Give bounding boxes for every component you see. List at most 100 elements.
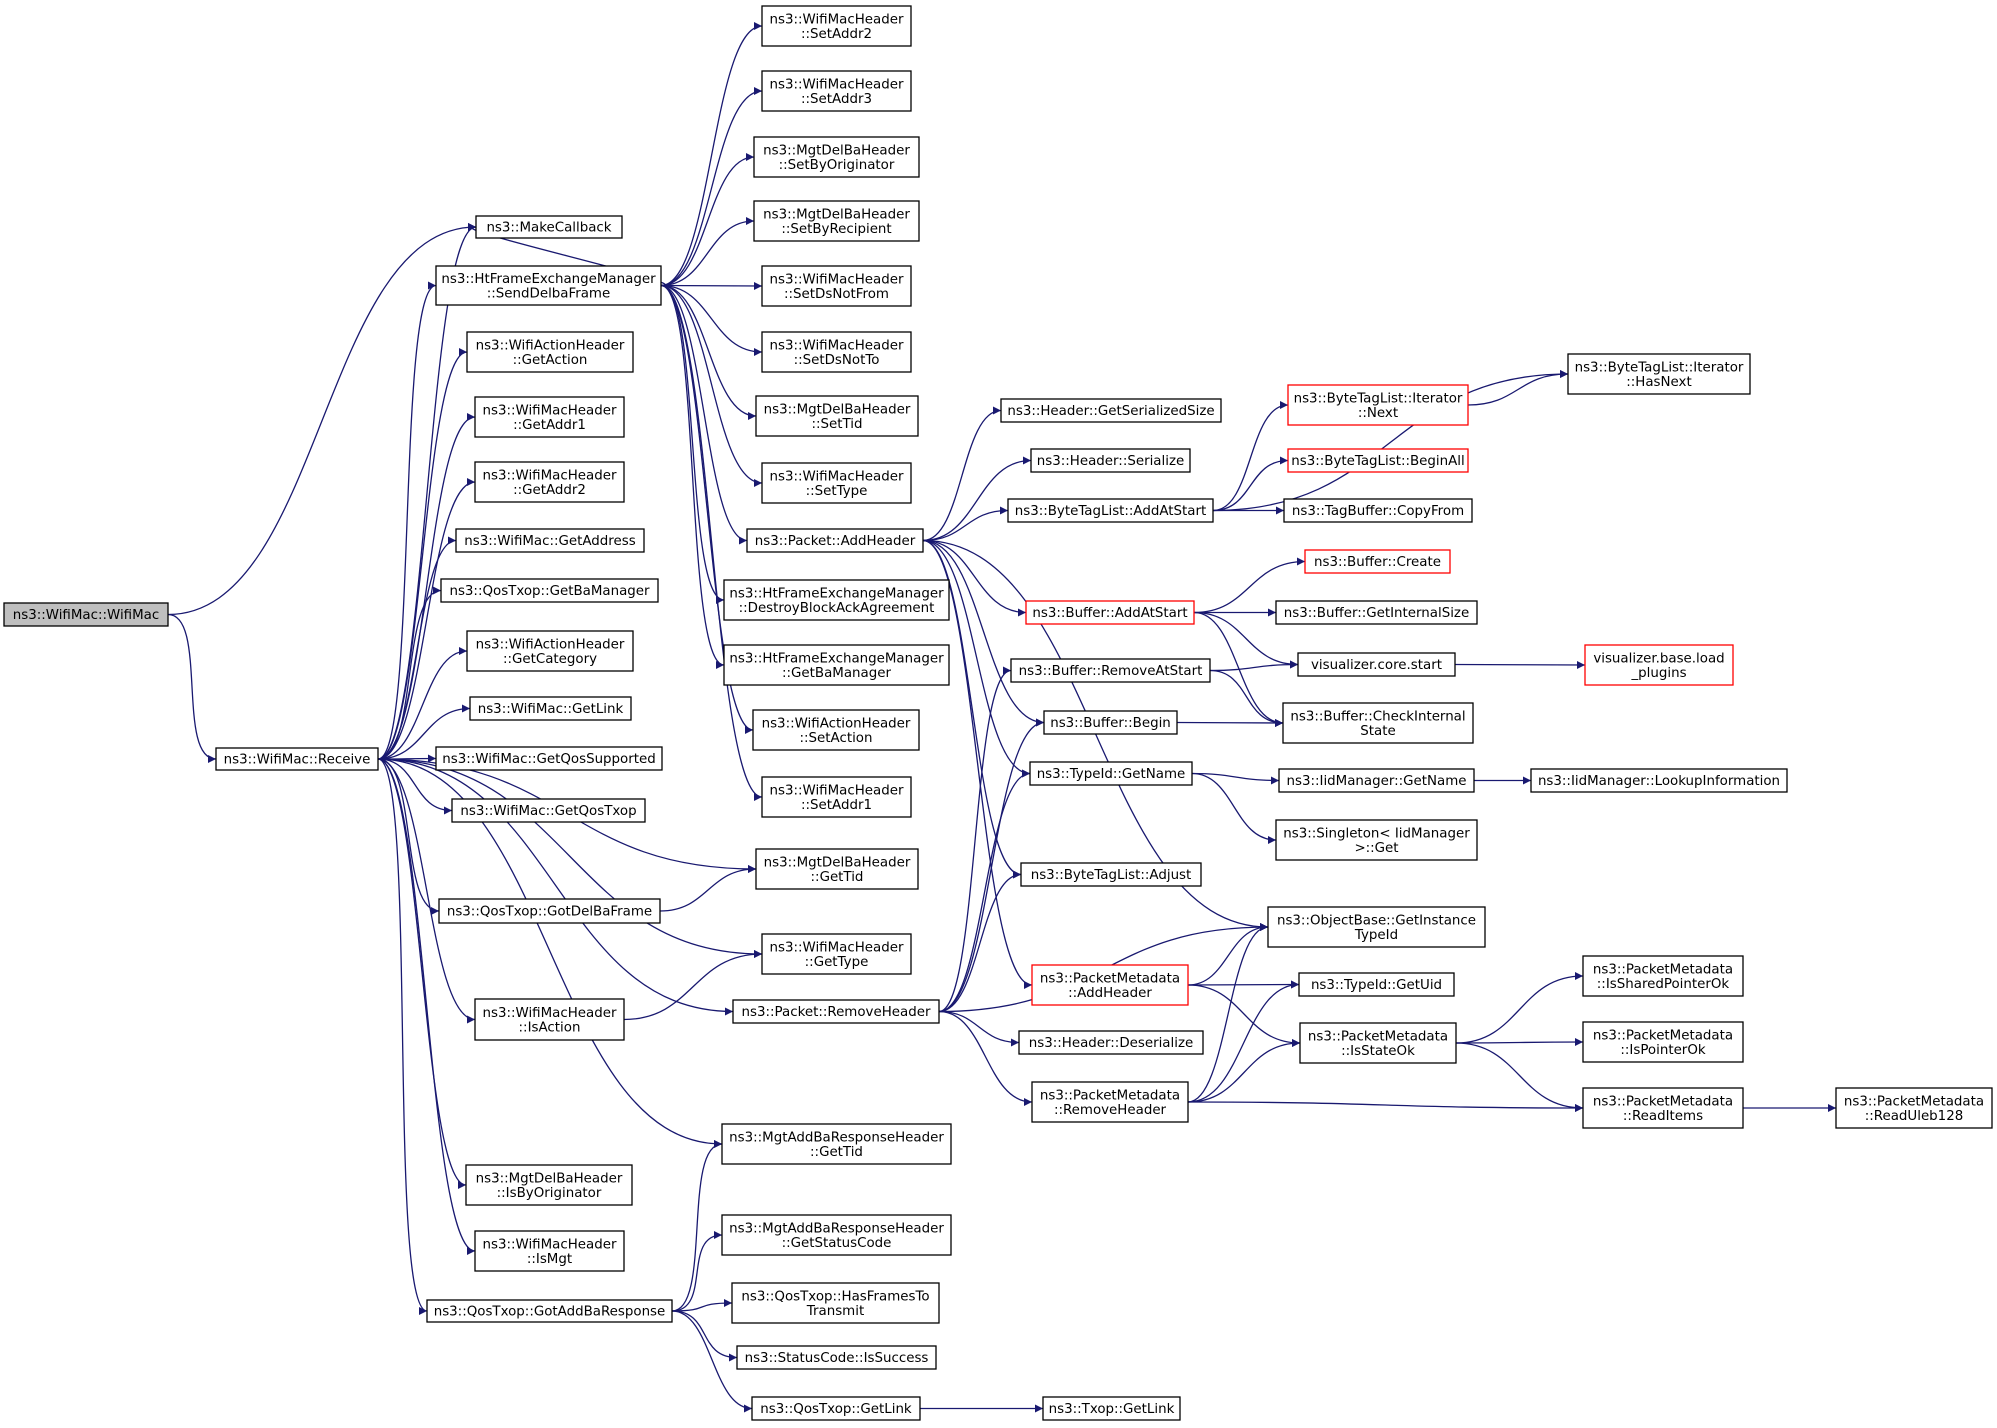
node-label: ns3::Packet::AddHeader	[755, 534, 916, 549]
node-settype[interactable]: ns3::WifiMacHeader::SetType	[761, 462, 912, 504]
edge-isstateok-to-ispointerok	[1455, 1038, 1584, 1047]
edge-receive-to-removeheader	[377, 758, 734, 1016]
node-getuid[interactable]: ns3::TypeId::GetUid	[1298, 972, 1455, 997]
node-box	[1030, 448, 1191, 473]
node-ispointerok[interactable]: ns3::PacketMetadata::IsPointerOk	[1582, 1021, 1744, 1063]
node-gotdelba[interactable]: ns3::QosTxop::GotDelBaFrame	[438, 898, 661, 924]
node-box	[215, 747, 379, 771]
node-label: ::IsStateOk	[1341, 1044, 1415, 1059]
node-removeatstart[interactable]: ns3::Buffer::RemoveAtStart	[1010, 658, 1211, 683]
node-getbamanager_h[interactable]: ns3::HtFrameExchangeManager::GetBaManage…	[723, 644, 950, 686]
node-getserializedsize[interactable]: ns3::Header::GetSerializedSize	[1000, 398, 1222, 423]
node-copyfrom[interactable]: ns3::TagBuffer::CopyFrom	[1283, 498, 1473, 523]
node-getlink_w[interactable]: ns3::WifiMac::GetLink	[469, 696, 632, 721]
node-setaction[interactable]: ns3::WifiActionHeader::SetAction	[752, 709, 920, 751]
node-gotaddba[interactable]: ns3::QosTxop::GotAddBaResponse	[426, 1299, 673, 1323]
node-label: ns3::Header::Serialize	[1037, 454, 1184, 469]
node-iid_getname[interactable]: ns3::IidManager::GetName	[1278, 768, 1475, 793]
node-setdsnotfrom[interactable]: ns3::WifiMacHeader::SetDsNotFrom	[761, 265, 912, 307]
node-getqostxop[interactable]: ns3::WifiMac::GetQosTxop	[451, 798, 646, 823]
node-serialize[interactable]: ns3::Header::Serialize	[1030, 448, 1191, 473]
node-pm_removeheader[interactable]: ns3::PacketMetadata::RemoveHeader	[1031, 1081, 1189, 1123]
node-label: >::Get	[1354, 841, 1398, 856]
node-addheader[interactable]: ns3::Packet::AddHeader	[746, 528, 924, 553]
node-box	[721, 1123, 952, 1165]
node-getaction[interactable]: ns3::WifiActionHeader::GetAction	[466, 331, 634, 373]
node-label: ns3::Txop::GetLink	[1049, 1402, 1175, 1417]
node-gettid_addba[interactable]: ns3::MgtAddBaResponseHeader::GetTid	[721, 1123, 952, 1165]
node-box	[753, 200, 920, 242]
node-label: ns3::Buffer::RemoveAtStart	[1019, 664, 1203, 679]
node-makecallback[interactable]: ns3::MakeCallback	[475, 215, 623, 239]
node-wifimac[interactable]: ns3::WifiMac::WifiMac	[3, 602, 169, 627]
node-box	[1043, 710, 1178, 735]
node-buf_addatstart[interactable]: ns3::Buffer::AddAtStart	[1025, 600, 1195, 625]
node-senddelba[interactable]: ns3::HtFrameExchangeManager::SendDelbaFr…	[435, 265, 662, 306]
node-typeid_getname[interactable]: ns3::TypeId::GetName	[1029, 761, 1193, 786]
node-label: ::SetAddr3	[801, 92, 872, 107]
node-addatstart_btl[interactable]: ns3::ByteTagList::AddAtStart	[1007, 498, 1214, 523]
node-singleton_get[interactable]: ns3::Singleton< IidManager >::Get	[1275, 819, 1478, 861]
node-isstateok[interactable]: ns3::PacketMetadata::IsStateOk	[1299, 1022, 1457, 1064]
node-label: ::IsPointerOk	[1620, 1043, 1705, 1058]
node-getinternalsize[interactable]: ns3::Buffer::GetInternalSize	[1275, 600, 1478, 625]
node-deserialize[interactable]: ns3::Header::Deserialize	[1018, 1030, 1204, 1055]
node-getaddr1[interactable]: ns3::WifiMacHeader::GetAddr1	[474, 396, 625, 438]
node-removeheader[interactable]: ns3::Packet::RemoveHeader	[732, 999, 940, 1024]
node-pm_addheader[interactable]: ns3::PacketMetadata::AddHeader	[1031, 964, 1189, 1006]
node-getbamanager_q[interactable]: ns3::QosTxop::GetBaManager	[440, 578, 659, 603]
node-setbyrecipient[interactable]: ns3::MgtDelBaHeader::SetByRecipient	[753, 200, 920, 242]
node-isaction[interactable]: ns3::WifiMacHeader::IsAction	[474, 998, 625, 1041]
edge-gotaddba-to-issuccess	[671, 1310, 738, 1362]
edge-gotdelba-to-gettid_delba	[659, 865, 757, 912]
edge-isstateok-to-readitems	[1455, 1042, 1584, 1112]
node-getaddr2[interactable]: ns3::WifiMacHeader::GetAddr2	[474, 461, 625, 503]
edge-pm_addheader-to-getuid	[1187, 980, 1300, 989]
node-label: ns3::HtFrameExchangeManager	[441, 272, 656, 287]
node-gettype[interactable]: ns3::WifiMacHeader::GetType	[761, 933, 912, 975]
node-label: ns3::IidManager::LookupInformation	[1538, 774, 1780, 789]
node-vis_start[interactable]: visualizer.core.start	[1297, 652, 1456, 677]
node-readitems[interactable]: ns3::PacketMetadata::ReadItems	[1582, 1087, 1744, 1129]
node-issuccess[interactable]: ns3::StatusCode::IsSuccess	[736, 1345, 937, 1370]
node-setaddr2[interactable]: ns3::WifiMacHeader::SetAddr2	[761, 5, 912, 47]
node-label: ns3::PacketMetadata	[1308, 1029, 1448, 1044]
node-ismgt[interactable]: ns3::WifiMacHeader::IsMgt	[474, 1230, 625, 1272]
node-label: ::IsMgt	[527, 1252, 572, 1267]
node-getqossupported[interactable]: ns3::WifiMac::GetQosSupported	[435, 746, 663, 771]
node-buf_create[interactable]: ns3::Buffer::Create	[1304, 549, 1451, 574]
node-setbyoriginator[interactable]: ns3::MgtDelBaHeader::SetByOriginator	[753, 136, 920, 178]
node-loadplugins[interactable]: visualizer.base.load_plugins	[1584, 644, 1734, 686]
node-destroyblockack[interactable]: ns3::HtFrameExchangeManager::DestroyBloc…	[723, 579, 950, 621]
node-lookupinfo[interactable]: ns3::IidManager::LookupInformation	[1530, 768, 1788, 793]
node-label: ns3::QosTxop::GotDelBaFrame	[447, 905, 652, 920]
node-getaddress[interactable]: ns3::WifiMac::GetAddress	[455, 528, 645, 553]
node-label: ns3::WifiMac::GetLink	[478, 702, 624, 717]
node-buf_begin[interactable]: ns3::Buffer::Begin	[1043, 710, 1178, 735]
node-settid[interactable]: ns3::MgtDelBaHeader::SetTid	[755, 395, 919, 437]
node-getstatuscode[interactable]: ns3::MgtAddBaResponseHeader::GetStatusCo…	[721, 1214, 952, 1256]
node-btl_adjust[interactable]: ns3::ByteTagList::Adjust	[1020, 862, 1202, 887]
node-getcategory[interactable]: ns3::WifiActionHeader::GetCategory	[466, 630, 634, 672]
node-setaddr1[interactable]: ns3::WifiMacHeader::SetAddr1	[761, 776, 912, 818]
node-label: _plugins	[1630, 666, 1686, 681]
node-box	[1567, 353, 1751, 395]
node-gettid_delba[interactable]: ns3::MgtDelBaHeader::GetTid	[755, 848, 919, 890]
node-it_next[interactable]: ns3::ByteTagList::Iterator::Next	[1287, 384, 1469, 426]
node-it_hasnext[interactable]: ns3::ByteTagList::Iterator::HasNext	[1567, 353, 1751, 395]
edge-receive-to-isbyoriginator	[377, 758, 467, 1189]
node-box	[451, 798, 646, 823]
node-getlink_t[interactable]: ns3::Txop::GetLink	[1042, 1396, 1181, 1421]
node-setdsnotto[interactable]: ns3::WifiMacHeader::SetDsNotTo	[761, 331, 912, 373]
node-isbyoriginator[interactable]: ns3::MgtDelBaHeader::IsByOriginator	[465, 1164, 633, 1206]
node-setaddr3[interactable]: ns3::WifiMacHeader::SetAddr3	[761, 70, 912, 112]
node-readuleb128[interactable]: ns3::PacketMetadata::ReadUleb128	[1835, 1087, 1993, 1129]
node-btl_beginall[interactable]: ns3::ByteTagList::BeginAll	[1287, 448, 1469, 473]
node-receive[interactable]: ns3::WifiMac::Receive	[215, 747, 379, 771]
edge-gotaddba-to-getlink_q	[671, 1310, 753, 1413]
node-issharedpointerok[interactable]: ns3::PacketMetadata::IsSharedPointerOk	[1582, 955, 1744, 997]
node-getlink_q[interactable]: ns3::QosTxop::GetLink	[751, 1396, 921, 1421]
